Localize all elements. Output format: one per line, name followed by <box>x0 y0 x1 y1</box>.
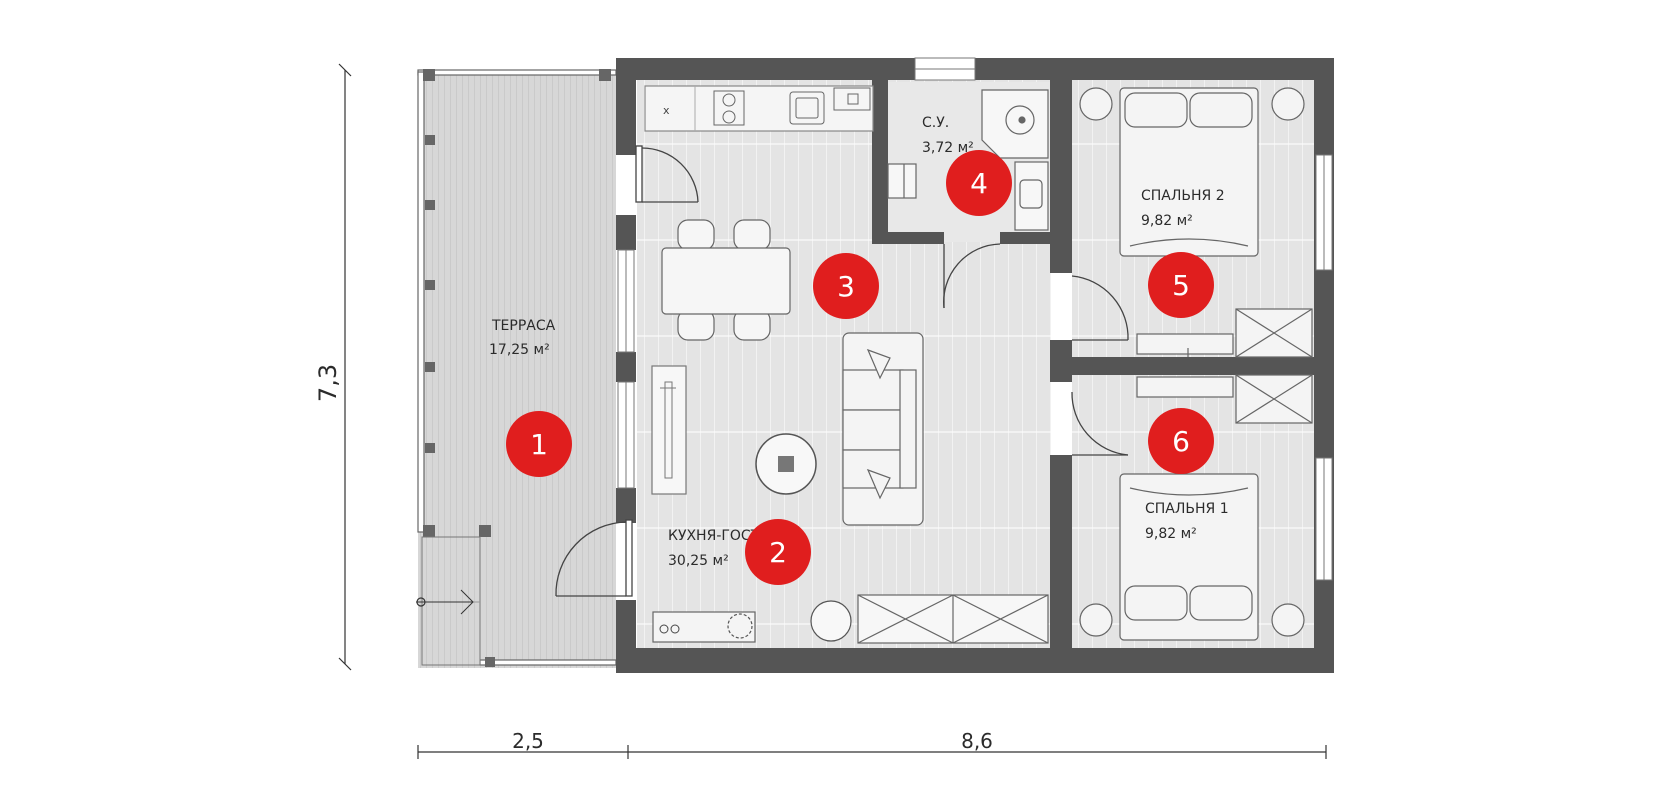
plant-icon <box>727 613 753 639</box>
svg-text:x: x <box>663 104 670 117</box>
doors <box>555 145 1129 597</box>
room-marker: 3 <box>813 253 879 319</box>
coffee-table <box>755 433 817 495</box>
bedroom2-area: 9,82 м² <box>1141 213 1193 229</box>
sink-icon <box>789 91 825 125</box>
room-marker: 5 <box>1148 252 1214 318</box>
svg-text:3: 3 <box>837 270 855 303</box>
terrace-posts <box>423 69 611 667</box>
door-swing-icon <box>1071 275 1129 341</box>
double-bed-icon <box>1119 473 1259 641</box>
terrace-rail-bottom <box>479 659 617 666</box>
bedroom1-name: СПАЛЬНЯ 1 <box>1145 501 1229 517</box>
terrace <box>416 69 617 668</box>
living-area: 30,25 м² <box>668 553 729 569</box>
windows <box>617 57 1333 581</box>
sofa-icon <box>842 332 924 526</box>
dining-set <box>661 219 791 341</box>
tv-console <box>651 365 687 495</box>
stool <box>810 600 852 642</box>
terrace-area: 17,25 м² <box>489 342 550 358</box>
room-marker: 6 <box>1148 408 1214 474</box>
room-marker: 1 <box>506 411 572 477</box>
door-swing-icon <box>635 145 699 203</box>
bathroom-fixtures <box>887 89 1049 231</box>
hob-icon <box>713 90 745 126</box>
svg-text:2: 2 <box>769 536 787 569</box>
terrace-rail-top <box>417 69 617 76</box>
door-swing-icon <box>1071 391 1129 456</box>
dimension-terrace-width: 2,5 <box>512 729 544 753</box>
dimension-height: 7,3 <box>314 364 342 402</box>
terrace-steps <box>416 536 481 666</box>
bedroom1-furniture <box>1079 374 1313 641</box>
door-swing-icon <box>555 519 633 597</box>
svg-text:1: 1 <box>530 428 548 461</box>
desk <box>1136 333 1234 355</box>
wardrobe <box>857 594 1049 644</box>
svg-text:4: 4 <box>970 167 988 200</box>
desk <box>1136 376 1234 398</box>
room-marker: 2 <box>745 519 811 585</box>
bath-name: С.У. <box>922 115 949 131</box>
appliance-icon <box>833 87 871 111</box>
room-markers: 1 2 3 4 5 6 <box>506 150 1214 585</box>
chair <box>677 219 715 251</box>
terrace-rail-left <box>417 71 425 533</box>
bath-area: 3,72 м² <box>922 140 974 156</box>
dimension-lines <box>338 63 1327 759</box>
dining-table <box>661 247 791 315</box>
svg-text:5: 5 <box>1172 269 1190 302</box>
dimension-house-width: 8,6 <box>961 729 993 753</box>
terrace-name: ТЕРРАСА <box>491 318 556 334</box>
bedroom1-area: 9,82 м² <box>1145 526 1197 542</box>
toilet <box>887 163 917 199</box>
shower <box>981 89 1049 159</box>
cabinet <box>652 600 852 643</box>
steps-arrow-icon <box>416 597 426 607</box>
bedroom2-name: СПАЛЬНЯ 2 <box>1141 188 1225 204</box>
double-bed-icon <box>1119 87 1259 257</box>
kitchen-counter: x <box>644 85 874 132</box>
svg-text:6: 6 <box>1172 425 1190 458</box>
room-marker: 4 <box>946 150 1012 216</box>
chair <box>733 219 771 251</box>
door-swing-icon <box>943 243 1001 309</box>
bedroom2-furniture <box>1079 87 1313 358</box>
